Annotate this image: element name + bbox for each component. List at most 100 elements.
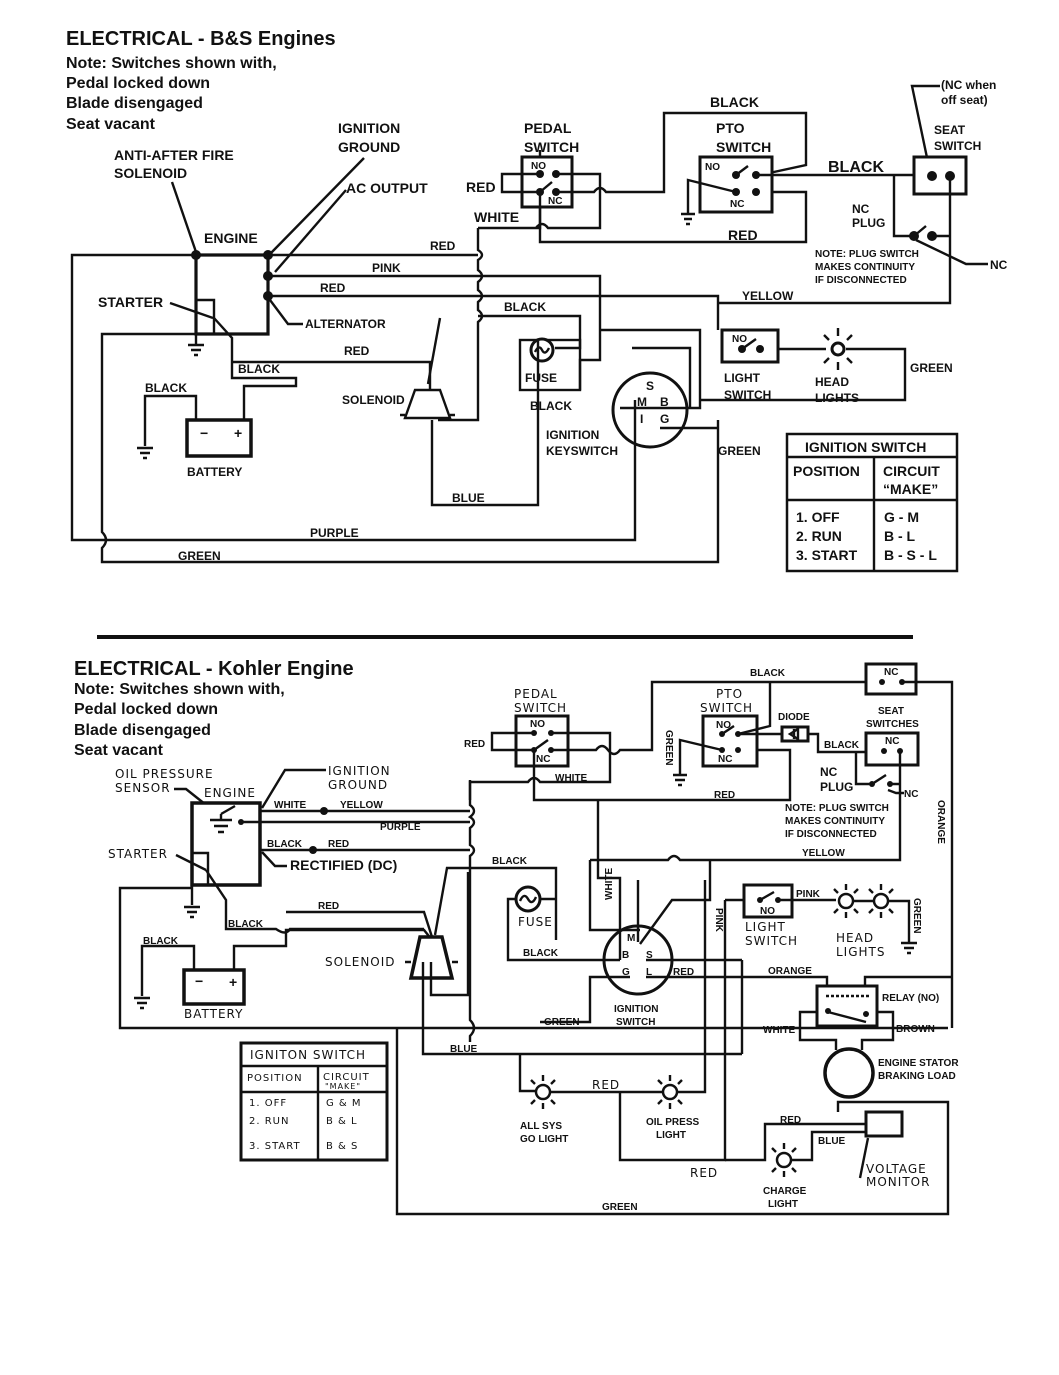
kohler-wire-black-top <box>551 680 866 756</box>
bs-notes: Note: Switches shown with, Pedal locked … <box>66 55 277 133</box>
bs-wire-green-key-label: GREEN <box>718 444 761 458</box>
kohler-key-terminal-m: M <box>627 933 635 944</box>
kohler-solenoid <box>408 935 455 980</box>
bs-wire-pink-label: PINK <box>372 261 401 275</box>
bs-wire-black-battery-label: BLACK <box>145 381 187 395</box>
bs-wire-yellow-label: YELLOW <box>742 289 794 303</box>
bs-wire-blue <box>430 340 540 507</box>
kohler-headlight-ground-icon <box>901 941 917 955</box>
bs-plug-note-3: IF DISCONNECTED <box>815 275 907 286</box>
kohler-pto-switch-label: PTO <box>716 687 743 701</box>
table-cell: B & S <box>326 1141 358 1152</box>
bs-light-no-label: NO <box>732 334 747 345</box>
kohler-wire-yellow-engine-label: YELLOW <box>340 800 383 811</box>
svg-text:Seat vacant: Seat vacant <box>66 116 156 133</box>
kohler-pto-nc-label: NC <box>718 754 732 765</box>
kohler-headlight-icon <box>833 884 894 918</box>
kohler-wire-red-solenoid-label: RED <box>318 901 339 912</box>
kohler-pedal-switch <box>514 714 570 768</box>
table-cell: 3. START <box>249 1141 301 1152</box>
bs-wire-black-mid-label: BLACK <box>828 159 884 176</box>
kohler-rectified-pointer <box>261 851 287 868</box>
bs-nc-label: NC <box>990 258 1008 272</box>
bs-nc-plug-label: NC <box>852 202 870 216</box>
kohler-light-switch-label-2: SWITCH <box>745 934 798 948</box>
kohler-key-terminal-s: S <box>646 950 653 961</box>
kohler-ignition-switch-label: IGNITION <box>614 1004 658 1015</box>
kohler-wire-black-engine-label: BLACK <box>267 839 303 850</box>
bs-engine-ground-icon <box>188 343 204 357</box>
kohler-wire-red-bottom-label: RED <box>690 1166 718 1180</box>
kohler-all-sys-go-label: ALL SYS <box>520 1121 562 1132</box>
kohler-voltage-monitor-label: VOLTAGE <box>866 1162 927 1176</box>
bs-wire-red-solenoid <box>232 360 432 390</box>
bs-wire-red-pto <box>538 190 808 244</box>
svg-text:Blade disengaged: Blade disengaged <box>66 95 203 112</box>
kohler-voltage-monitor-pointer <box>858 1137 870 1179</box>
kohler-pto-no-label: NO <box>716 720 731 731</box>
table-cell: B - L <box>884 528 916 544</box>
kohler-battery-label: BATTERY <box>184 1007 243 1021</box>
table-cell: G - M <box>884 509 919 525</box>
kohler-wire-orange-right-label: ORANGE <box>935 800 946 844</box>
svg-text:Blade disengaged: Blade disengaged <box>74 722 211 739</box>
kohler-key-terminal-l: L <box>646 967 652 978</box>
bs-pto-switch-label-2: SWITCH <box>716 139 771 155</box>
bs-pto-ground-icon <box>681 212 695 226</box>
svg-text:Pedal locked down: Pedal locked down <box>66 75 210 92</box>
bs-wire-blue-label: BLUE <box>452 491 485 505</box>
bs-table-header-make: “MAKE” <box>883 481 938 497</box>
bs-pto-no-label: NO <box>705 162 720 173</box>
kohler-wire-black-starter-label: BLACK <box>228 919 264 930</box>
bs-wire-green-lights-label: GREEN <box>910 361 953 375</box>
bs-seat-switch <box>912 155 968 196</box>
kohler-wire-black-battery-label: BLACK <box>143 936 179 947</box>
bs-nc-off-seat-label-2: off seat) <box>941 93 988 107</box>
bs-battery-ground-icon <box>137 446 153 460</box>
kohler-wire-red-pto-label: RED <box>714 790 735 801</box>
kohler-stator-label: ENGINE STATOR <box>878 1058 959 1069</box>
bs-fuse-label: FUSE <box>525 371 557 385</box>
kohler-seat-top-nc-label: NC <box>884 667 898 678</box>
kohler-wire-black-seat <box>808 732 882 754</box>
bs-ignition-keyswitch-label: IGNITION <box>546 428 599 442</box>
kohler-pedal-switch-label: PEDAL <box>514 687 558 701</box>
bs-light-switch-label-2: SWITCH <box>724 388 771 402</box>
bs-wire-green-label: GREEN <box>178 549 221 563</box>
bs-anti-after-fire-label-2: SOLENOID <box>114 165 187 181</box>
kohler-wire-white-engine-label: WHITE <box>274 800 307 811</box>
bs-nc-off-seat-label: (NC when <box>941 78 996 92</box>
bs-headlight-icon <box>823 328 853 370</box>
kohler-seat-switch-top <box>864 662 918 696</box>
bs-pedal-switch-label: PEDAL <box>524 120 572 136</box>
bs-wire-pink <box>268 274 602 300</box>
bs-alternator-label: ALTERNATOR <box>305 317 386 331</box>
bs-nc-off-seat-pointer <box>910 84 940 173</box>
bs-ac-output-label: AC OUTPUT <box>346 180 428 196</box>
kohler-all-sys-go-label-2: GO LIGHT <box>520 1134 568 1145</box>
kohler-wire-blue-label: BLUE <box>450 1044 478 1055</box>
kohler-wire-white-pedal-label: WHITE <box>555 773 588 784</box>
svg-text:Note: Switches shown with,: Note: Switches shown with, <box>66 55 277 72</box>
kohler-plug-note-2: MAKES CONTINUITY <box>785 816 885 827</box>
bs-battery-minus: − <box>200 425 208 441</box>
kohler-oil-press-label-2: LIGHT <box>656 1130 686 1141</box>
bs-pedal-switch-label-2: SWITCH <box>524 139 579 155</box>
kohler-charge-light-label-2: LIGHT <box>768 1199 798 1210</box>
kohler-ignition-ground-pointer <box>260 768 326 809</box>
bs-wire-black-fuse-label: BLACK <box>504 300 546 314</box>
kohler-battery-ground-icon <box>134 996 150 1010</box>
kohler-starter-label: STARTER <box>108 847 168 861</box>
kohler-wire-red-pto <box>532 748 792 802</box>
kohler-head-lights-label-2: LIGHTS <box>836 945 886 959</box>
bs-head-lights-label-2: LIGHTS <box>815 391 859 405</box>
bs-wire-red-pto-label: RED <box>728 227 758 243</box>
bs-pto-switch-label: PTO <box>716 120 745 136</box>
bs-wire-green <box>100 332 720 564</box>
bs-table-header-circuit: CIRCUIT <box>883 463 940 479</box>
kohler-wire-green-lights-label: GREEN <box>911 898 922 934</box>
kohler-wire-blue-charge-label: BLUE <box>818 1136 846 1147</box>
bs-table-title: IGNITION SWITCH <box>805 439 926 455</box>
bs-nc-plug-switch <box>913 225 950 238</box>
